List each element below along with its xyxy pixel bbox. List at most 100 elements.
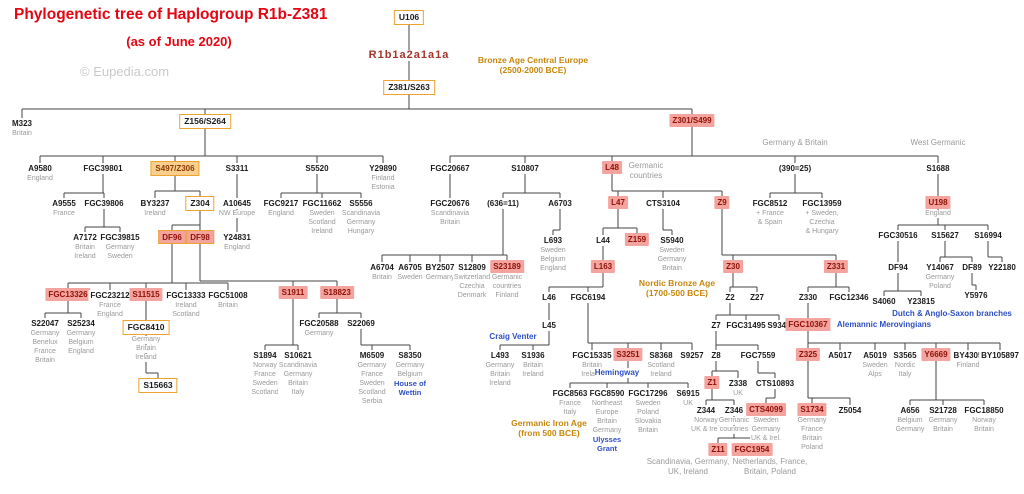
tree-node-Z344: Z344 bbox=[694, 405, 718, 416]
tree-node-S15663: S15663 bbox=[138, 378, 178, 393]
tree-node-L48: L48 bbox=[602, 161, 622, 174]
tree-node-A656: A656 bbox=[898, 405, 922, 416]
tree-node-FGC23212: FGC23212 bbox=[88, 290, 132, 301]
node-region-labels-S6915: UK bbox=[682, 400, 694, 408]
annotation-z11-regions: Scandinavia, Germany,UK, Ireland bbox=[646, 457, 730, 477]
tree-node-FGC20667: FGC20667 bbox=[428, 163, 472, 174]
tree-node-L693: L693 bbox=[541, 235, 565, 246]
tree-node-S1911: S1911 bbox=[278, 286, 308, 299]
tree-node-S9257: S9257 bbox=[678, 350, 706, 361]
tree-node-S1936: S1936 bbox=[519, 350, 547, 361]
tree-node-Z8: Z8 bbox=[709, 350, 723, 361]
tree-node-FGC8410: FGC8410 bbox=[122, 320, 170, 335]
tree-node-S16994: S16994 bbox=[972, 230, 1004, 241]
tree-node-L47: L47 bbox=[608, 196, 628, 209]
tree-node-BY105897: BY105897 bbox=[979, 350, 1021, 361]
tree-node-S11515: S11515 bbox=[129, 288, 163, 301]
tree-node-FGC20676: FGC20676 bbox=[428, 198, 472, 209]
tree-node-Y14067: Y14067 bbox=[924, 262, 956, 273]
tree-node-BY3237: BY3237 bbox=[138, 198, 172, 209]
tree-node-S3565: S3565 bbox=[891, 350, 919, 361]
tree-node-Z159: Z159 bbox=[624, 233, 650, 246]
tree-node-Z7: Z7 bbox=[709, 320, 723, 331]
tree-node-Z2: Z2 bbox=[723, 292, 737, 303]
tree-node-S18823: S18823 bbox=[320, 286, 354, 299]
node-region-labels-M323: Britain bbox=[11, 130, 33, 138]
page-title: Phylogenetic tree of Haplogroup R1b-Z381 bbox=[14, 6, 328, 23]
tree-node-Z9: Z9 bbox=[714, 196, 730, 209]
tree-node-BY2507: BY2507 bbox=[423, 262, 457, 273]
tree-node-S9342: S9342 bbox=[765, 320, 793, 331]
tree-node-S25234: S25234 bbox=[65, 318, 97, 329]
tree-node-FGC8563: FGC8563 bbox=[550, 388, 590, 399]
tree-node-A6705: A6705 bbox=[396, 262, 424, 273]
tree-node-FGC12346: FGC12346 bbox=[827, 292, 871, 303]
node-region-labels-Y24831: England bbox=[223, 244, 251, 252]
node-region-labels-BY3237: Ireland bbox=[143, 210, 167, 218]
node-region-labels-Z338: UK bbox=[732, 390, 744, 398]
tree-node-BY4305: BY4305 bbox=[951, 350, 985, 361]
tree-node-L493: L493 bbox=[488, 350, 512, 361]
tree-node-L46: L46 bbox=[540, 292, 558, 303]
tree-node-CTS4099: CTS4099 bbox=[746, 403, 786, 416]
tree-node-S3251: S3251 bbox=[613, 348, 643, 361]
node-region-labels-A9580: England bbox=[26, 175, 54, 183]
page-subtitle: (as of June 2020) bbox=[126, 34, 232, 49]
tree-node-FGC39815: FGC39815 bbox=[98, 232, 142, 243]
annotation-west-germanic: West Germanic bbox=[910, 138, 966, 148]
tree-node-S5556: S5556 bbox=[347, 198, 375, 209]
tree-node-Y29890: Y29890 bbox=[367, 163, 399, 174]
tree-node-R1b: R1b1a2a1a1a bbox=[366, 49, 452, 61]
tree-node-S5520: S5520 bbox=[303, 163, 331, 174]
tree-node-Z338: Z338 bbox=[726, 378, 750, 389]
tree-node-Z30: Z30 bbox=[723, 260, 743, 273]
tree-node-S8350: S8350 bbox=[396, 350, 424, 361]
node-region-labels-BY4305: Finland bbox=[955, 362, 981, 370]
tree-node-DF94: DF94 bbox=[886, 262, 910, 273]
tree-node-FGC13326: FGC13326 bbox=[45, 288, 91, 301]
tree-node-S22047: S22047 bbox=[29, 318, 61, 329]
annotation-dutch-anglo-saxon: Dutch & Anglo-Saxon branches bbox=[892, 309, 1012, 319]
annotation-germanic-iron-age: Germanic Iron Age(from 500 BCE) bbox=[511, 418, 587, 438]
tree-node-S4060: S4060 bbox=[870, 296, 898, 307]
tree-node-S21728: S21728 bbox=[927, 405, 959, 416]
tree-node-FGC1954: FGC1954 bbox=[731, 443, 773, 456]
tree-node-Z156: Z156/S264 bbox=[179, 114, 231, 129]
tree-node-S1734: S1734 bbox=[797, 403, 827, 416]
tree-node-A6703: A6703 bbox=[546, 198, 574, 209]
tree-node-A5017: A5017 bbox=[826, 350, 854, 361]
tree-node-FGC51008: FGC51008 bbox=[206, 290, 250, 301]
node-region-labels-A6704: Britain bbox=[371, 274, 393, 282]
tree-node-FGC13333: FGC13333 bbox=[164, 290, 208, 301]
tree-node-S23189: S23189 bbox=[490, 260, 524, 273]
tree-node-U106: U106 bbox=[393, 10, 425, 25]
node-region-labels-FGC13959: + Sweden,Czechia& Hungary bbox=[804, 210, 840, 236]
tree-node-Y24831: Y24831 bbox=[221, 232, 253, 243]
node-region-labels-FGC8512: + France& Spain bbox=[755, 210, 785, 227]
tree-node-FGC8590: FGC8590 bbox=[587, 388, 627, 399]
tree-node-A6704: A6704 bbox=[368, 262, 396, 273]
tree-node-FGC9217: FGC9217 bbox=[261, 198, 301, 209]
tree-node-Y23815: Y23815 bbox=[905, 296, 937, 307]
tree-node-A5019: A5019 bbox=[861, 350, 889, 361]
